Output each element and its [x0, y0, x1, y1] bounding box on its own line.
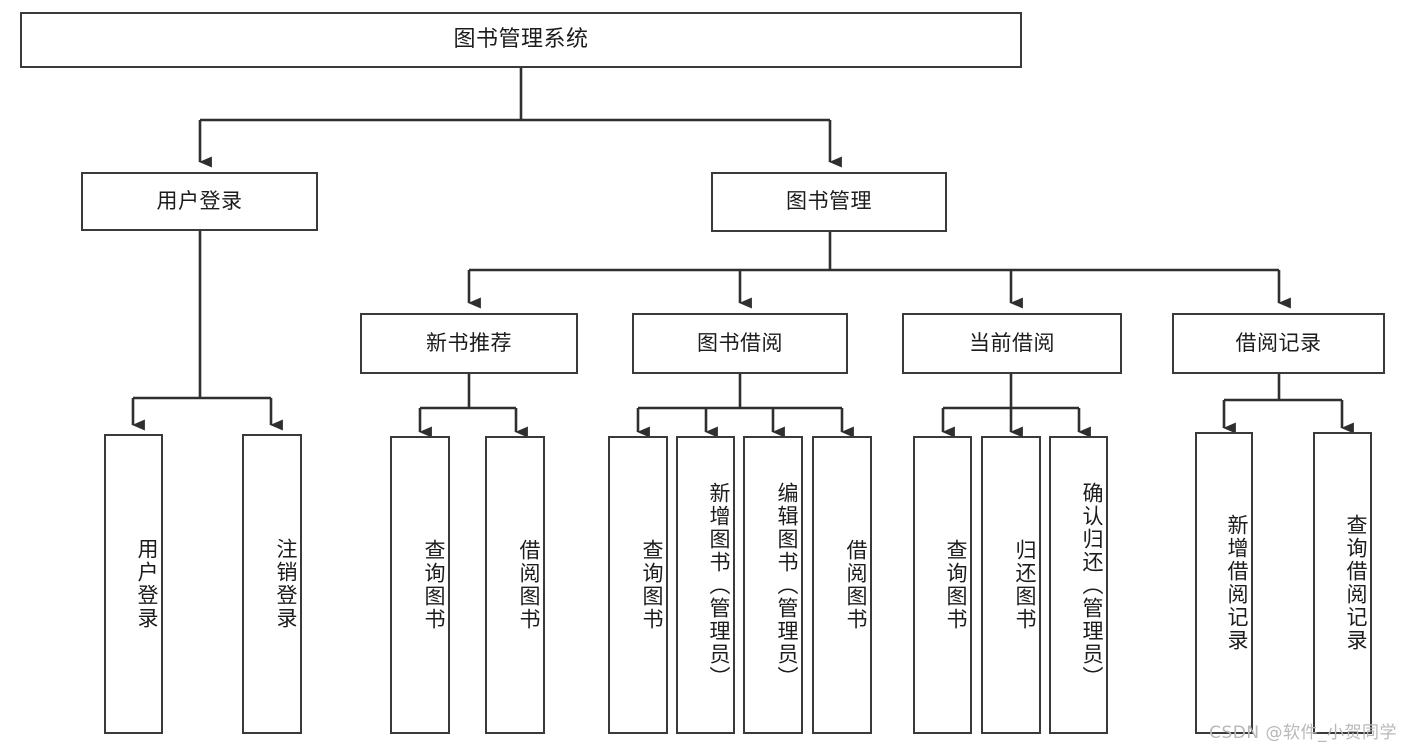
- leaf-add-record-label: 新增借阅记录: [1225, 514, 1249, 652]
- node-current-borrow[interactable]: 当前借阅: [902, 313, 1122, 374]
- leaf-query-book-3-label: 查询图书: [944, 539, 968, 631]
- node-borrow-record-label: 借阅记录: [1235, 330, 1322, 355]
- leaf-borrow-book-1-label: 借阅图书: [517, 539, 541, 631]
- leaf-confirm-return-label: 确认归还（管理员）: [1080, 481, 1104, 689]
- leaf-add-book-label: 新增图书（管理员）: [707, 481, 731, 689]
- node-current-borrow-label: 当前借阅: [969, 330, 1055, 355]
- node-root-label: 图书管理系统: [453, 26, 589, 52]
- node-new-book-recommend[interactable]: 新书推荐: [360, 313, 578, 374]
- leaf-confirm-return[interactable]: 确认归还（管理员）: [1049, 436, 1108, 734]
- leaf-query-book-2[interactable]: 查询图书: [608, 436, 668, 734]
- leaf-borrow-book-2-label: 借阅图书: [844, 539, 868, 631]
- leaf-user-login[interactable]: 用户登录: [104, 434, 163, 734]
- node-user-login-label: 用户登录: [156, 188, 243, 213]
- node-root[interactable]: 图书管理系统: [20, 12, 1022, 68]
- leaf-logout-label: 注销登录: [274, 538, 298, 630]
- leaf-query-book-3[interactable]: 查询图书: [913, 436, 972, 734]
- node-book-borrow-label: 图书借阅: [697, 330, 783, 355]
- leaf-borrow-book-1[interactable]: 借阅图书: [485, 436, 545, 734]
- node-book-manage[interactable]: 图书管理: [711, 172, 947, 232]
- leaf-user-login-label: 用户登录: [135, 538, 159, 630]
- leaf-add-book[interactable]: 新增图书（管理员）: [676, 436, 735, 734]
- leaf-add-record[interactable]: 新增借阅记录: [1195, 432, 1253, 734]
- leaf-edit-book[interactable]: 编辑图书（管理员）: [743, 436, 803, 734]
- leaf-query-book-1[interactable]: 查询图书: [390, 436, 450, 734]
- leaf-query-book-2-label: 查询图书: [640, 539, 664, 631]
- node-borrow-record[interactable]: 借阅记录: [1172, 313, 1385, 374]
- node-book-borrow[interactable]: 图书借阅: [632, 313, 848, 374]
- leaf-borrow-book-2[interactable]: 借阅图书: [812, 436, 872, 734]
- csdn-watermark: CSDN @软件_小贺同学: [1209, 723, 1397, 743]
- node-new-book-recommend-label: 新书推荐: [426, 330, 512, 355]
- leaf-query-book-1-label: 查询图书: [422, 539, 446, 631]
- leaf-edit-book-label: 编辑图书（管理员）: [775, 481, 799, 689]
- leaf-logout[interactable]: 注销登录: [242, 434, 302, 734]
- node-book-manage-label: 图书管理: [786, 189, 872, 214]
- leaf-return-book-label: 归还图书: [1013, 539, 1037, 631]
- node-user-login[interactable]: 用户登录: [81, 172, 318, 231]
- leaf-query-record[interactable]: 查询借阅记录: [1313, 432, 1372, 734]
- leaf-query-record-label: 查询借阅记录: [1344, 514, 1368, 652]
- leaf-return-book[interactable]: 归还图书: [981, 436, 1041, 734]
